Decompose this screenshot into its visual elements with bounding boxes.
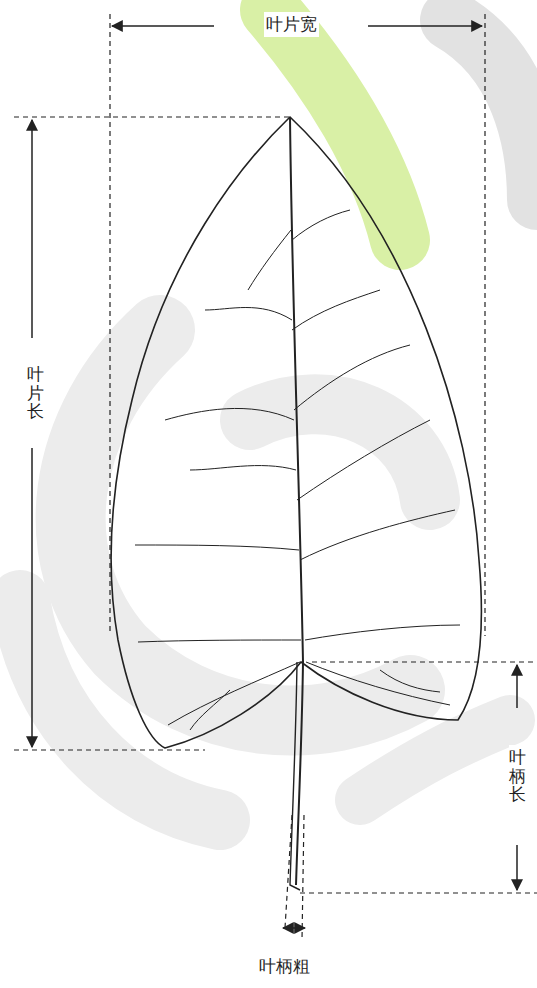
dimension-label: 叶片宽 bbox=[264, 12, 319, 37]
watermark-logo bbox=[20, 10, 537, 820]
dimension-arrows bbox=[32, 26, 517, 928]
dimension-guides bbox=[14, 14, 537, 940]
dimension-label: 叶柄长 bbox=[509, 745, 526, 807]
leaf-drawing bbox=[111, 117, 482, 890]
dimension-label: 叶片长 bbox=[27, 362, 44, 424]
dimension-label: 叶柄粗 bbox=[257, 954, 312, 979]
